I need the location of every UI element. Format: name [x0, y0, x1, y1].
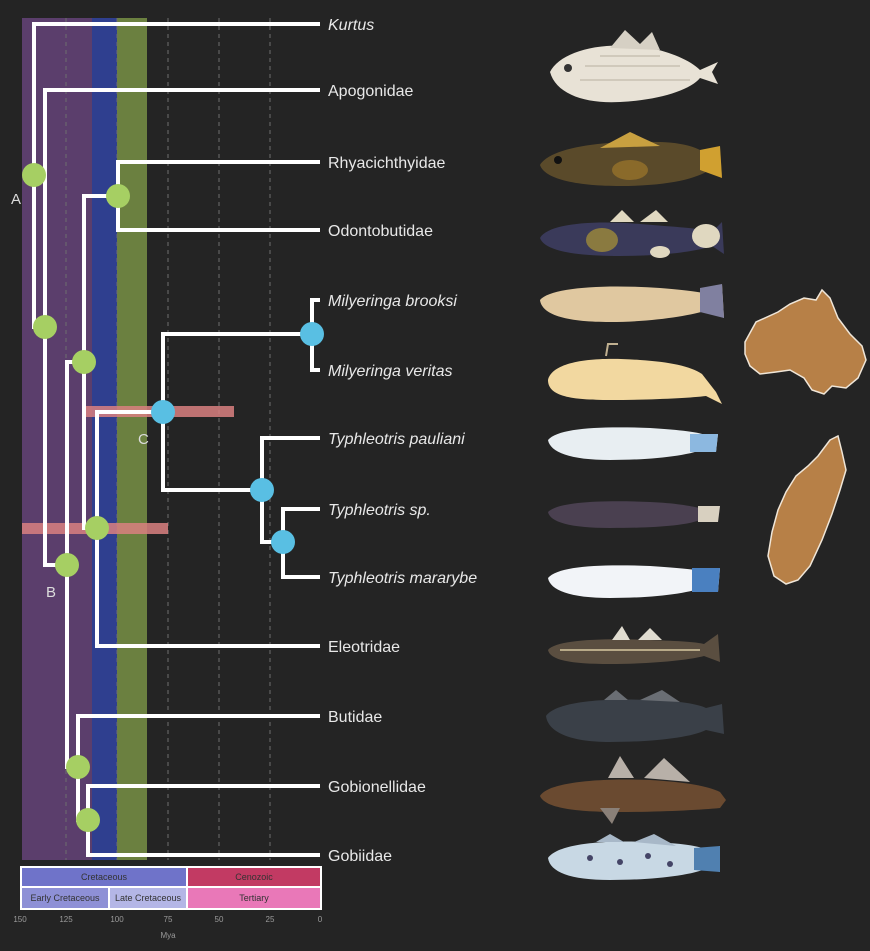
tick-label-50: 50 — [215, 915, 224, 924]
period-label-cretaceous: Cretaceous — [81, 872, 128, 882]
node-b — [55, 553, 79, 577]
tick-label-0: 0 — [318, 915, 323, 924]
taxon-label-butidae: Butidae — [328, 709, 382, 726]
tick-label-150: 150 — [13, 915, 27, 924]
taxon-label-kurtus: Kurtus — [328, 17, 374, 34]
node-gobioid — [72, 350, 96, 374]
taxon-label-milyeringa-veritas: Milyeringa veritas — [328, 363, 452, 380]
taxon-label-typhleotris-sp: Typhleotris sp. — [328, 502, 431, 519]
node-label-a: A — [11, 191, 21, 208]
epoch-label-tertiary: Tertiary — [239, 893, 269, 903]
node-root — [22, 163, 46, 187]
node-label-b: B — [46, 584, 56, 601]
node-rhyac-odonto — [106, 184, 130, 208]
taxon-label-gobionellidae: Gobionellidae — [328, 779, 426, 796]
node-c-cave — [151, 400, 175, 424]
axis-label-mya: Mya — [160, 931, 176, 940]
taxon-label-apogonidae: Apogonidae — [328, 83, 414, 100]
taxon-label-milyeringa-brooksi: Milyeringa brooksi — [328, 293, 457, 310]
tick-label-75: 75 — [164, 915, 173, 924]
node-b1 — [33, 315, 57, 339]
node-milyeringa — [300, 322, 324, 346]
tick-label-125: 125 — [59, 915, 73, 924]
node-eleotridae — [85, 516, 109, 540]
epoch-label-early-cretaceous: Early Cretaceous — [30, 893, 100, 903]
node-gob-clade — [66, 755, 90, 779]
tick-label-25: 25 — [266, 915, 275, 924]
tick-label-100: 100 — [110, 915, 124, 924]
taxon-label-odontobutidae: Odontobutidae — [328, 223, 433, 240]
period-label-cenozoic: Cenozoic — [235, 872, 273, 882]
node-typhleotris — [250, 478, 274, 502]
taxon-label-typhleotris-pauliani: Typhleotris pauliani — [328, 431, 465, 448]
taxon-label-gobiidae: Gobiidae — [328, 848, 392, 865]
node-label-c: C — [138, 431, 149, 448]
taxon-label-typhleotris-mararybe: Typhleotris mararybe — [328, 570, 477, 587]
taxon-label-eleotridae: Eleotridae — [328, 639, 400, 656]
node-gob-inner — [76, 808, 100, 832]
epoch-label-late-cretaceous: Late Cretaceous — [115, 893, 182, 903]
node-typhleotris-inner — [271, 530, 295, 554]
taxon-label-rhyacichthyidae: Rhyacichthyidae — [328, 155, 446, 172]
